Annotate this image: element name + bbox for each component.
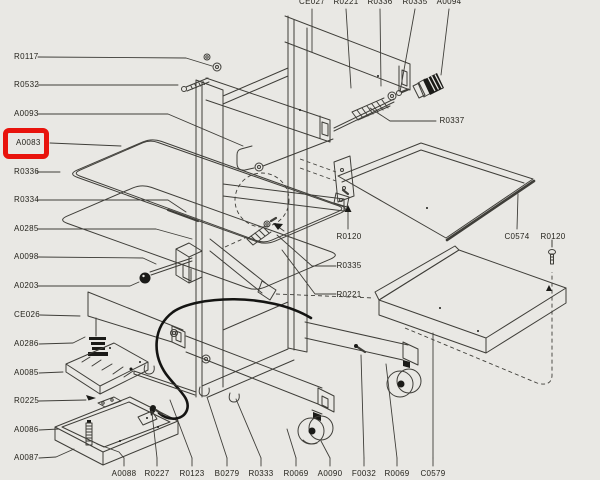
shelf-c0579 <box>374 239 567 385</box>
shelf-c0574 <box>333 142 536 242</box>
part-label-a0098: A0098 <box>14 252 39 261</box>
part-label-b0279: B0279 <box>214 469 240 478</box>
threaded-rod-a0088 <box>85 420 93 446</box>
part-label-f0032: F0032 <box>351 469 377 478</box>
part-label-a0087: A0087 <box>14 453 39 462</box>
part-label-a0094: A0094 <box>436 0 462 6</box>
part-label-a0203: A0203 <box>14 281 39 290</box>
lock-block-a0094 <box>412 73 444 99</box>
part-label-r0335-top: R0335 <box>402 0 428 6</box>
part-label-r0123: R0123 <box>179 469 205 478</box>
shelf-r0334 <box>62 185 336 290</box>
part-label-r0120-right: R0120 <box>540 232 566 241</box>
part-label-a0286: A0286 <box>14 339 39 348</box>
part-label-ce027: CE027 <box>299 0 325 6</box>
part-label-c0574: C0574 <box>504 232 530 241</box>
part-label-r0225: R0225 <box>14 396 40 405</box>
screw-and-nut-hardware <box>181 53 222 92</box>
part-label-r0227: R0227 <box>144 469 170 478</box>
part-label-r0335-right: R0335 <box>336 261 362 270</box>
part-label-r0117: R0117 <box>14 52 39 61</box>
leader-lines <box>36 8 519 467</box>
shelf-support-arms <box>209 158 375 301</box>
part-label-r0532: R0532 <box>14 80 40 89</box>
part-label-r0336-left: R0336 <box>14 167 40 176</box>
part-label-a0093: A0093 <box>14 109 39 118</box>
tray-a0085 <box>65 342 149 395</box>
power-cable <box>150 297 313 420</box>
part-label-r0333: R0333 <box>248 469 274 478</box>
clips-and-rods <box>129 344 367 403</box>
part-label-a0088: A0088 <box>111 469 137 478</box>
part-label-r0221-top: R0221 <box>333 0 359 6</box>
base-boxes <box>54 396 179 466</box>
part-label-ce026: CE026 <box>14 310 40 319</box>
part-label-a0085: A0085 <box>14 368 39 377</box>
shelf-a0083 <box>72 139 346 244</box>
part-label-a0086: A0086 <box>14 425 39 434</box>
part-label-r0337: R0337 <box>439 116 465 125</box>
part-label-r0221-right: R0221 <box>336 290 362 299</box>
part-label-r0336-top: R0336 <box>367 0 393 6</box>
highlight-box-a0083 <box>3 128 49 159</box>
part-label-r0120-upper: R0120 <box>336 232 362 241</box>
mid-spring-screw-cluster <box>246 216 285 246</box>
part-label-r0069-right: R0069 <box>384 469 410 478</box>
cart-mast-frame <box>195 15 411 398</box>
knob-rod-bracket <box>139 242 203 284</box>
screw-r0120-right <box>548 239 556 265</box>
part-label-a0285: A0285 <box>14 224 39 233</box>
part-label-c0579: C0579 <box>420 469 446 478</box>
front-leg-and-caster <box>170 329 335 445</box>
part-label-a0083-highlighted: A0083 <box>16 138 41 147</box>
part-label-r0069-left: R0069 <box>283 469 309 478</box>
foot-a0286 <box>88 337 108 356</box>
rear-leg-and-caster <box>304 321 422 398</box>
arm-ce026 <box>87 291 186 349</box>
part-label-r0334: R0334 <box>14 195 40 204</box>
part-label-a0090: A0090 <box>317 469 343 478</box>
